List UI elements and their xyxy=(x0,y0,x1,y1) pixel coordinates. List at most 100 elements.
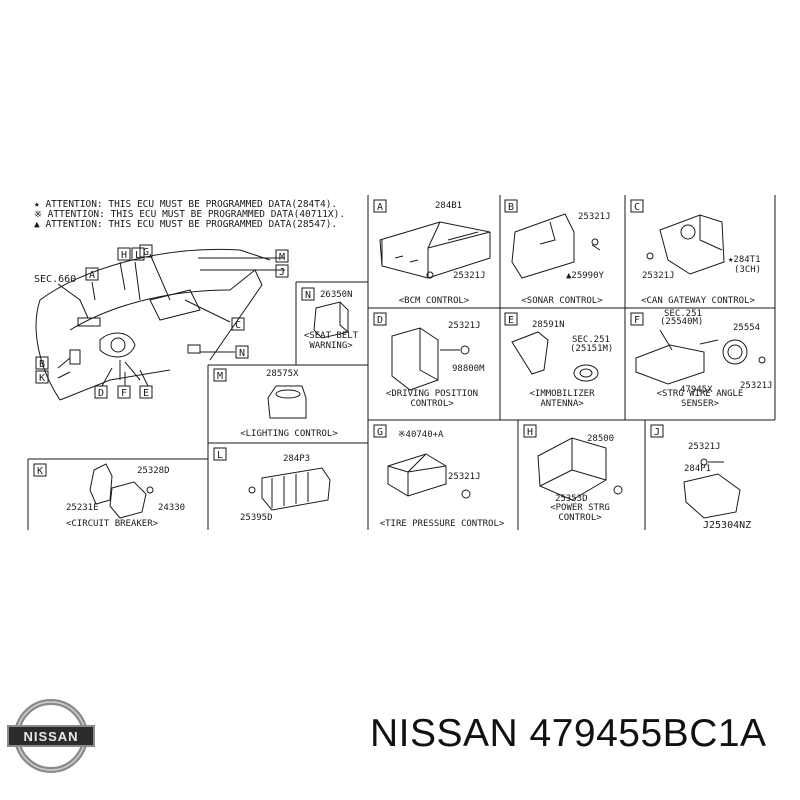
callout-letter: F xyxy=(121,388,127,399)
callout-box xyxy=(231,317,245,331)
panel-title: CONTROL> xyxy=(558,513,602,523)
panel-letter: F xyxy=(634,315,640,326)
panel-title: <SONAR CONTROL> xyxy=(521,296,603,306)
panel-letter: H xyxy=(527,427,533,438)
callout-box xyxy=(35,356,49,370)
nissan-logo: NISSAN xyxy=(7,699,95,773)
part-number: SEC.251 xyxy=(664,309,702,319)
panel-c: C★284T1(3CH)25321J<CAN GATEWAY CONTROL> xyxy=(630,199,761,306)
part-number: 284B1 xyxy=(435,201,462,211)
panel-title: SENSER> xyxy=(681,399,720,409)
callout-letter: L xyxy=(135,250,141,261)
panel-letter: L xyxy=(217,450,223,461)
panel-title: CONTROL> xyxy=(410,399,454,409)
callout-box xyxy=(139,385,153,399)
part-number: ★284T1 xyxy=(728,255,761,265)
panel-letter-box xyxy=(630,199,644,213)
panel-title: <STRG WIRE ANGLE xyxy=(657,389,744,399)
panel-letter-box xyxy=(33,463,47,477)
part-number: 25321J xyxy=(448,321,481,331)
part-number: (3CH) xyxy=(734,265,761,275)
part-number: ▲25990Y xyxy=(566,271,605,281)
panel-letter-box xyxy=(373,312,387,326)
panel-letter-box xyxy=(373,199,387,213)
part-number: 25554 xyxy=(733,323,760,333)
panel-letter: G xyxy=(377,427,383,438)
callout-letter: A xyxy=(89,270,95,281)
panel-title: <LIGHTING CONTROL> xyxy=(240,429,338,439)
panel-letter: K xyxy=(37,466,43,477)
part-number: 28591N xyxy=(532,320,565,330)
callout-letter: D xyxy=(98,388,104,399)
callout-letter: K xyxy=(39,373,45,384)
callout-letter: E xyxy=(143,388,149,399)
callout-letter: B xyxy=(39,359,45,370)
callout-box xyxy=(139,244,153,258)
part-number: SEC.251 xyxy=(572,335,610,345)
attention-note: ※ ATTENTION: THIS ECU MUST BE PROGRAMMED… xyxy=(34,209,345,220)
panel-letter: C xyxy=(634,202,640,213)
callout-letter: M xyxy=(279,252,285,263)
part-number: (25540M) xyxy=(660,317,703,327)
attention-notes: ★ ATTENTION: THIS ECU MUST BE PROGRAMMED… xyxy=(34,199,345,230)
part-number: 25321J xyxy=(740,381,773,391)
part-number: 26350N xyxy=(320,290,353,300)
callout-letter: G xyxy=(143,247,149,258)
panel-letter-box xyxy=(301,287,315,301)
callout-letter: H xyxy=(121,250,127,261)
panel-letter: J xyxy=(654,427,660,438)
panel-letter-box xyxy=(630,312,644,326)
part-number: 25353D xyxy=(555,494,588,504)
part-number: ※40740+A xyxy=(398,430,444,440)
panel-letter-box xyxy=(504,199,518,213)
panel-letter-box xyxy=(523,424,537,438)
panel-letter-box xyxy=(504,312,518,326)
panel-title: <DRIVING POSITION xyxy=(386,389,478,399)
callout-letter: C xyxy=(235,320,241,331)
part-number: 28575X xyxy=(266,369,299,379)
attention-note: ★ ATTENTION: THIS ECU MUST BE PROGRAMMED… xyxy=(34,199,337,210)
callout-box xyxy=(275,264,289,278)
sec-label: SEC.660 xyxy=(34,274,76,285)
panel-f: F SEC.251(25540M) 25554 47945X 25321J<STRG W… xyxy=(630,309,773,409)
panel-letter: E xyxy=(508,315,514,326)
part-number: 25321J xyxy=(578,212,611,222)
part-number: 24330 xyxy=(158,503,185,513)
panel-title: WARNING> xyxy=(309,341,353,351)
part-number: 284P1 xyxy=(684,464,711,474)
callout-box xyxy=(131,247,145,261)
part-number: 47945X xyxy=(680,385,713,395)
part-number: 28500 xyxy=(587,434,614,444)
panel-title: <IMMOBILIZER xyxy=(529,389,595,399)
panel-title: <POWER STRG xyxy=(550,503,610,513)
callout-box xyxy=(85,267,99,281)
callout-box xyxy=(117,385,131,399)
panel-letter-box xyxy=(213,447,227,461)
diagram-code: J25304NZ xyxy=(703,520,751,531)
part-number: 25321J xyxy=(642,271,675,281)
callout-box xyxy=(275,249,289,263)
part-number: 284P3 xyxy=(283,454,310,464)
panel-title: <TIRE PRESSURE CONTROL> xyxy=(380,519,505,529)
part-number: 25321J xyxy=(448,472,481,482)
panel-title: ANTENNA> xyxy=(540,399,584,409)
panel-letter: M xyxy=(217,371,223,382)
panel-grid xyxy=(27,195,776,530)
attention-note: ▲ ATTENTION: THIS ECU MUST BE PROGRAMMED… xyxy=(34,219,337,230)
panel-title: <SEAT BELT xyxy=(304,331,359,341)
part-number: 25231E xyxy=(66,503,99,513)
callout-box xyxy=(35,370,49,384)
panel-letter-box xyxy=(650,424,664,438)
callout-box xyxy=(235,345,249,359)
